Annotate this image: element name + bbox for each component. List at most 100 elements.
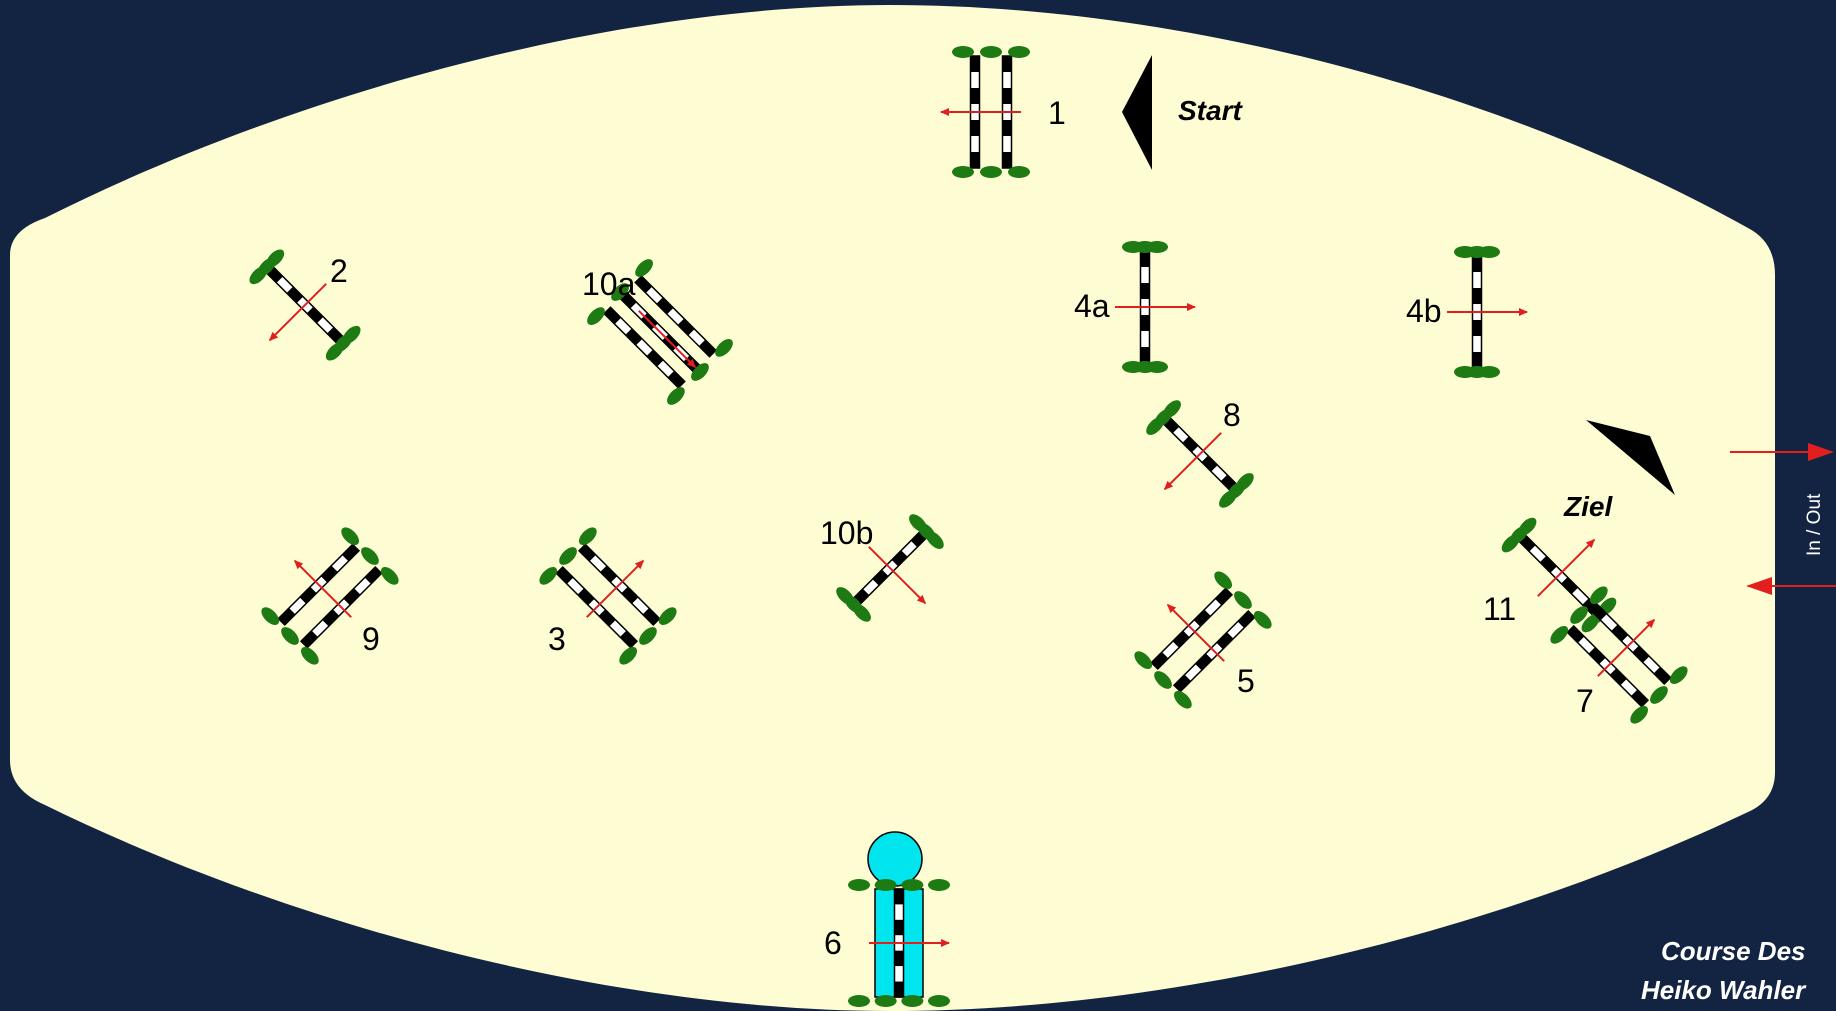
pole-segment xyxy=(1227,621,1245,639)
jump-number-2: 2 xyxy=(330,253,348,289)
pole-segment xyxy=(364,567,382,584)
pole-segment xyxy=(1472,336,1482,352)
pole-segment xyxy=(891,550,908,567)
pole-segment xyxy=(1620,679,1638,697)
pole-segment xyxy=(894,889,904,905)
pole-segment xyxy=(278,608,296,625)
pole-segment xyxy=(343,588,361,606)
wing-standard xyxy=(1669,666,1688,685)
pole-segment xyxy=(645,286,663,304)
pole-segment xyxy=(1631,689,1648,707)
jump-number-6: 6 xyxy=(824,925,842,961)
pole-segment xyxy=(1161,641,1179,659)
direction-arrow-icon xyxy=(1163,432,1222,491)
pole-segment xyxy=(1588,647,1606,665)
pole-segment xyxy=(331,554,349,572)
jump-number-3: 3 xyxy=(548,621,566,657)
pole-segment xyxy=(635,276,653,294)
jump-number-4a: 4a xyxy=(1074,288,1110,324)
pole-segment xyxy=(901,540,918,557)
jump-number-4b: 4b xyxy=(1406,293,1442,329)
pole-segment xyxy=(1174,674,1191,692)
start-label: Start xyxy=(1178,95,1243,126)
pole-segment xyxy=(1577,636,1595,654)
wing-standard xyxy=(266,249,285,268)
wing-standard xyxy=(1630,705,1649,724)
jump-4b xyxy=(1454,246,1500,378)
water-bush-icon xyxy=(867,831,923,887)
pole-segment xyxy=(894,966,904,982)
pole-segment xyxy=(1561,577,1579,595)
pole-segment xyxy=(894,950,904,967)
wing-standard xyxy=(1234,591,1252,609)
wing-standard xyxy=(1214,571,1233,590)
arena-ground xyxy=(10,5,1775,1011)
pole-segment xyxy=(1611,624,1629,642)
pole-segment xyxy=(1567,626,1585,643)
wing-standard xyxy=(1478,246,1500,258)
pole-segment xyxy=(1172,630,1190,648)
pole-segment xyxy=(301,630,318,648)
pole-segment xyxy=(1539,555,1557,573)
wing-standard xyxy=(848,879,870,891)
direction-arrow-icon xyxy=(868,546,927,605)
pole-segment xyxy=(1643,656,1661,674)
pole-segment xyxy=(1653,667,1671,684)
pole-segment xyxy=(1472,352,1482,368)
pole-segment xyxy=(1237,611,1255,628)
pole-segment xyxy=(1472,320,1482,336)
wing-standard xyxy=(559,547,577,565)
pole-segment xyxy=(620,630,637,648)
pole-segment xyxy=(970,72,980,88)
pole-segment xyxy=(872,569,889,586)
wing-standard xyxy=(901,995,924,1007)
wing-standard xyxy=(361,547,379,565)
direction-arrow-icon xyxy=(586,559,645,618)
wing-standard xyxy=(1173,690,1192,709)
pole-segment xyxy=(566,577,584,595)
jump-1 xyxy=(952,46,1030,178)
wing-standard xyxy=(1146,241,1168,253)
wing-standard xyxy=(639,627,657,645)
credit-line-1: Course Des xyxy=(1661,936,1806,966)
wing-standard xyxy=(587,307,605,325)
pole-segment xyxy=(970,152,980,168)
pole-segment xyxy=(286,286,304,304)
jump-number-1: 1 xyxy=(1048,95,1066,131)
pole-segment xyxy=(556,567,574,584)
wing-standard xyxy=(1134,651,1153,670)
wing-standard xyxy=(952,166,974,178)
pole-segment xyxy=(1193,609,1211,627)
gate-label: In / Out xyxy=(1804,493,1825,556)
wing-standard xyxy=(261,607,280,626)
jump-number-5: 5 xyxy=(1237,663,1255,699)
pole-segment xyxy=(1571,587,1589,605)
pole-segment xyxy=(1204,598,1222,616)
pole-segment xyxy=(1600,613,1618,631)
direction-arrow-icon xyxy=(638,310,697,369)
pole-segment xyxy=(642,608,660,625)
pole-segment xyxy=(1215,588,1232,606)
wing-standard xyxy=(980,46,1002,58)
pole-segment xyxy=(1140,347,1150,363)
wing-standard xyxy=(281,627,299,645)
pole-segment xyxy=(1002,56,1012,72)
pole-segment xyxy=(609,620,627,638)
pole-segment xyxy=(288,597,306,615)
pole-segment xyxy=(322,609,340,627)
jump-2 xyxy=(249,249,361,361)
pole-segment xyxy=(1002,136,1012,152)
jump-number-10b: 10b xyxy=(820,515,873,551)
pole-segment xyxy=(276,276,294,294)
wing-standard xyxy=(848,995,870,1007)
wing-standard xyxy=(928,879,950,891)
jump-number-9: 9 xyxy=(362,621,380,657)
pole-segment xyxy=(1002,72,1012,88)
pole-segment xyxy=(1151,652,1169,669)
pole-segment xyxy=(894,919,904,936)
pole-segment xyxy=(667,307,685,325)
wing-standard xyxy=(1163,400,1181,418)
wing-standard xyxy=(1008,166,1030,178)
pole-segment xyxy=(625,328,643,346)
